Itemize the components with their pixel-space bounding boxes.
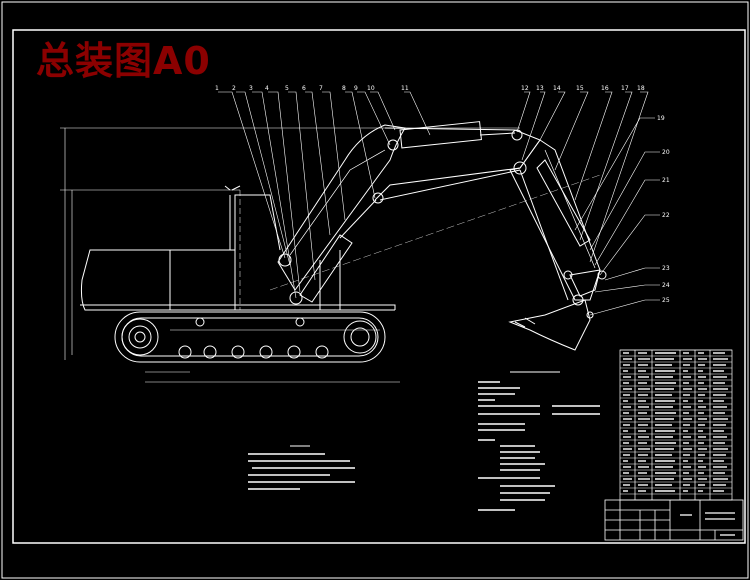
parts-list-entries: [623, 352, 728, 492]
technical-requirements: [248, 445, 355, 490]
svg-text:24: 24: [662, 282, 670, 289]
svg-text:17: 17: [621, 85, 629, 92]
svg-text:16: 16: [601, 85, 609, 92]
svg-text:18: 18: [637, 85, 645, 92]
drawing-title: 总装图A0: [36, 39, 211, 83]
svg-text:19: 19: [657, 115, 665, 122]
track-rollers: [178, 317, 329, 359]
svg-text:4: 4: [265, 85, 269, 92]
inner-border: [12, 29, 746, 544]
svg-text:7: 7: [319, 85, 323, 92]
performance-parameters: [478, 371, 600, 511]
svg-text:6: 6: [302, 85, 306, 92]
balloon-labels-right: 19 20 21 22 23 24 25: [657, 115, 670, 304]
leader-lines-top: [218, 91, 649, 299]
svg-text:2: 2: [232, 85, 236, 92]
svg-text:9: 9: [354, 85, 358, 92]
excavator-drawing: [60, 121, 607, 383]
svg-text:3: 3: [249, 85, 253, 92]
svg-text:12: 12: [521, 85, 529, 92]
svg-text:14: 14: [553, 85, 561, 92]
svg-text:21: 21: [662, 177, 670, 184]
svg-text:11: 11: [401, 85, 409, 92]
svg-text:15: 15: [576, 85, 584, 92]
svg-text:20: 20: [662, 149, 670, 156]
leader-lines-right: [574, 117, 660, 316]
svg-text:1: 1: [215, 85, 219, 92]
svg-text:13: 13: [536, 85, 544, 92]
title-block: [604, 499, 744, 541]
svg-text:10: 10: [367, 85, 375, 92]
svg-text:8: 8: [342, 85, 346, 92]
svg-text:22: 22: [662, 212, 670, 219]
parts-list-rows: [620, 349, 732, 495]
svg-text:5: 5: [285, 85, 289, 92]
svg-text:23: 23: [662, 265, 670, 272]
svg-text:25: 25: [662, 297, 670, 304]
